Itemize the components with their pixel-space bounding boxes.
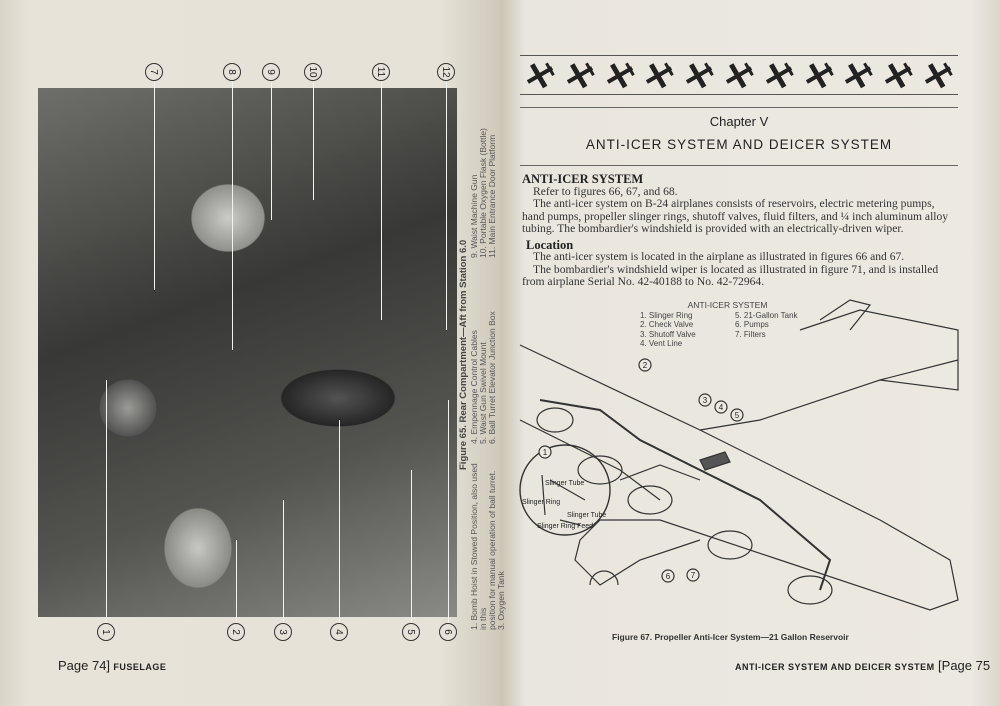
b24-plane-icon <box>924 62 953 89</box>
photo-callout: 10 <box>304 63 322 81</box>
leader-line <box>106 380 107 623</box>
diagram-callout-number: 2 <box>643 361 648 370</box>
leader-line <box>283 500 284 623</box>
chapter-number: Chapter V <box>709 114 769 129</box>
diagram-callout <box>638 358 652 372</box>
leader-line <box>232 82 233 350</box>
legend-title: ANTI-ICER SYSTEM <box>687 300 768 310</box>
inset-label: Slinger Tube <box>567 512 606 519</box>
diagram-callout-number: 6 <box>666 572 671 581</box>
plane-banner <box>520 55 958 95</box>
b24-plane-icon <box>885 62 913 89</box>
diagram-callout <box>714 400 728 414</box>
paragraph: Refer to figures 66, 67, and 68. <box>533 184 678 198</box>
paragraph: The anti-icer system is located in the a… <box>533 250 905 263</box>
b24-plane-icon <box>686 62 714 89</box>
diagram-callout-number: 1 <box>543 448 548 457</box>
legend-item: 7. Filters <box>735 329 766 339</box>
leader-line <box>313 82 314 200</box>
caption-item: 11. Main Entrance Door Platform <box>487 134 497 258</box>
diagram-callout-number: 4 <box>719 403 724 412</box>
diagram-callout <box>686 568 700 582</box>
figure-65-caption: Figure 65. Rear Compartment—Aft from Sta… <box>458 70 506 630</box>
b24-plane-icon <box>765 62 794 89</box>
leader-line <box>339 420 340 623</box>
right-footer: ANTI-ICER SYSTEM AND DEICER SYSTEM [Page… <box>735 658 990 673</box>
inset-label: Slinger Ring Feed <box>537 523 593 530</box>
leader-line <box>236 540 237 623</box>
b24-plane-icon <box>606 62 635 89</box>
leader-line <box>154 82 155 290</box>
diagram-callout <box>661 569 675 583</box>
photo-callout: 7 <box>145 63 163 81</box>
b24-plane-icon <box>845 62 874 89</box>
divider <box>520 165 958 166</box>
legend-item: 6. Pumps <box>735 320 769 329</box>
right-page <box>500 0 1000 706</box>
subheading: Location <box>526 237 574 252</box>
legend-item: 3. Shutoff Valve <box>640 329 696 339</box>
legend-item: 5. 21-Gallon Tank <box>735 310 798 320</box>
paragraph: The bombardier's windshield wiper is loc… <box>522 262 939 288</box>
legend-item: 2. Check Valve <box>640 320 694 329</box>
diagram-callout-number: 7 <box>691 571 696 580</box>
inset-label: Slinger Tube <box>545 480 584 487</box>
photo-callout: 8 <box>223 63 241 81</box>
anti-icer-diagram: 1 2 7 3 4 5 6 Slinger Tube Slinger Ring Slinge… <box>519 299 959 611</box>
leader-line <box>271 82 272 220</box>
leader-line <box>381 82 382 320</box>
photo-callout: 12 <box>437 63 455 81</box>
leader-line <box>446 82 447 330</box>
legend-item: 4. Vent Line <box>640 339 683 348</box>
leader-line <box>411 470 412 623</box>
caption-item: 3. Oxygen Tank <box>496 571 506 630</box>
b24-plane-icon <box>805 62 834 89</box>
diagram-callout-number: 3 <box>703 396 708 405</box>
photo-callout: 11 <box>372 63 390 81</box>
diagram-legend: ANTI-ICER SYSTEM 1. Slinger Ring 5. 21-G… <box>640 300 815 349</box>
b24-plane-icon <box>566 62 595 89</box>
caption-item: 6. Ball Turret Elevator Junction Box <box>487 311 497 444</box>
diagram-callout-number: 5 <box>735 411 740 420</box>
section-name: FUSELAGE <box>113 662 167 672</box>
left-footer: Page 74] FUSELAGE <box>58 658 166 673</box>
section-name: ANTI-ICER SYSTEM AND DEICER SYSTEM <box>735 662 935 672</box>
page-number: Page 74] <box>58 658 111 673</box>
body-text: ANTI-ICER SYSTEM Refer to figures 66, 67… <box>522 173 958 289</box>
rear-compartment-photo <box>38 88 457 617</box>
leader-line <box>448 400 449 623</box>
paragraph: The anti-icer system on B-24 airplanes c… <box>522 197 949 235</box>
diagram-callout <box>538 445 552 459</box>
diagram-callout <box>698 393 712 407</box>
caption-item: 1. Bomb Hoist in Stowed Position, also u… <box>469 463 488 630</box>
legend-item: 1. Slinger Ring <box>640 310 693 320</box>
b24-plane-icon <box>725 62 754 89</box>
diagram-callout <box>730 408 744 422</box>
page-number: [Page 75 <box>938 658 991 673</box>
figure-67-caption: Figure 67. Propeller Anti-Icer System—21… <box>612 632 849 642</box>
b24-plane-icon <box>646 62 675 89</box>
b24-plane-icon <box>526 62 555 89</box>
figure-65-heading: Figure 65. Rear Compartment—Aft from Sta… <box>458 239 469 470</box>
divider <box>520 107 958 108</box>
chapter-title: ANTI-ICER SYSTEM AND DEICER SYSTEM <box>585 137 893 152</box>
inset-label: Slinger Ring <box>522 499 560 506</box>
photo-callout: 9 <box>262 63 280 81</box>
section-heading: ANTI-ICER SYSTEM <box>522 172 644 186</box>
